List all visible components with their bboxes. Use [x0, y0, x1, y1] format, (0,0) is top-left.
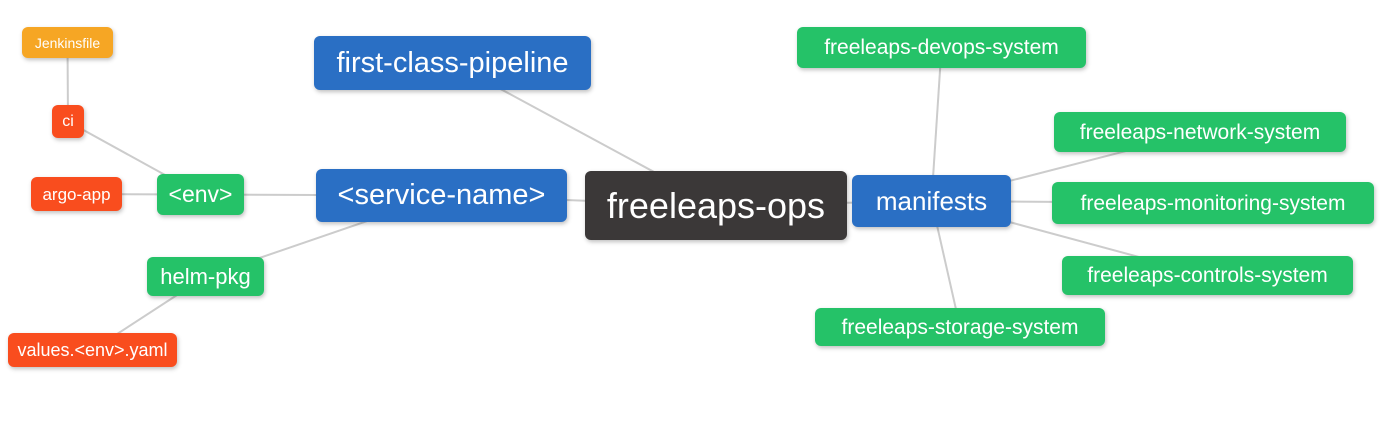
node-monitoring-system[interactable]: freeleaps-monitoring-system — [1052, 182, 1374, 224]
node-ci[interactable]: ci — [52, 105, 84, 138]
node-controls-system[interactable]: freeleaps-controls-system — [1062, 256, 1353, 295]
node-service-name[interactable]: <service-name> — [316, 169, 567, 222]
node-devops-system[interactable]: freeleaps-devops-system — [797, 27, 1086, 68]
node-first-class-pipeline[interactable]: first-class-pipeline — [314, 36, 591, 90]
node-manifests[interactable]: manifests — [852, 175, 1011, 227]
node-env[interactable]: <env> — [157, 174, 244, 215]
node-values-env-yaml[interactable]: values.<env>.yaml — [8, 333, 177, 367]
node-argo-app[interactable]: argo-app — [31, 177, 122, 211]
node-helm-pkg[interactable]: helm-pkg — [147, 257, 264, 296]
node-freeleaps-ops[interactable]: freeleaps-ops — [585, 171, 847, 240]
node-storage-system[interactable]: freeleaps-storage-system — [815, 308, 1105, 346]
node-jenkinsfile[interactable]: Jenkinsfile — [22, 27, 113, 58]
node-network-system[interactable]: freeleaps-network-system — [1054, 112, 1346, 152]
